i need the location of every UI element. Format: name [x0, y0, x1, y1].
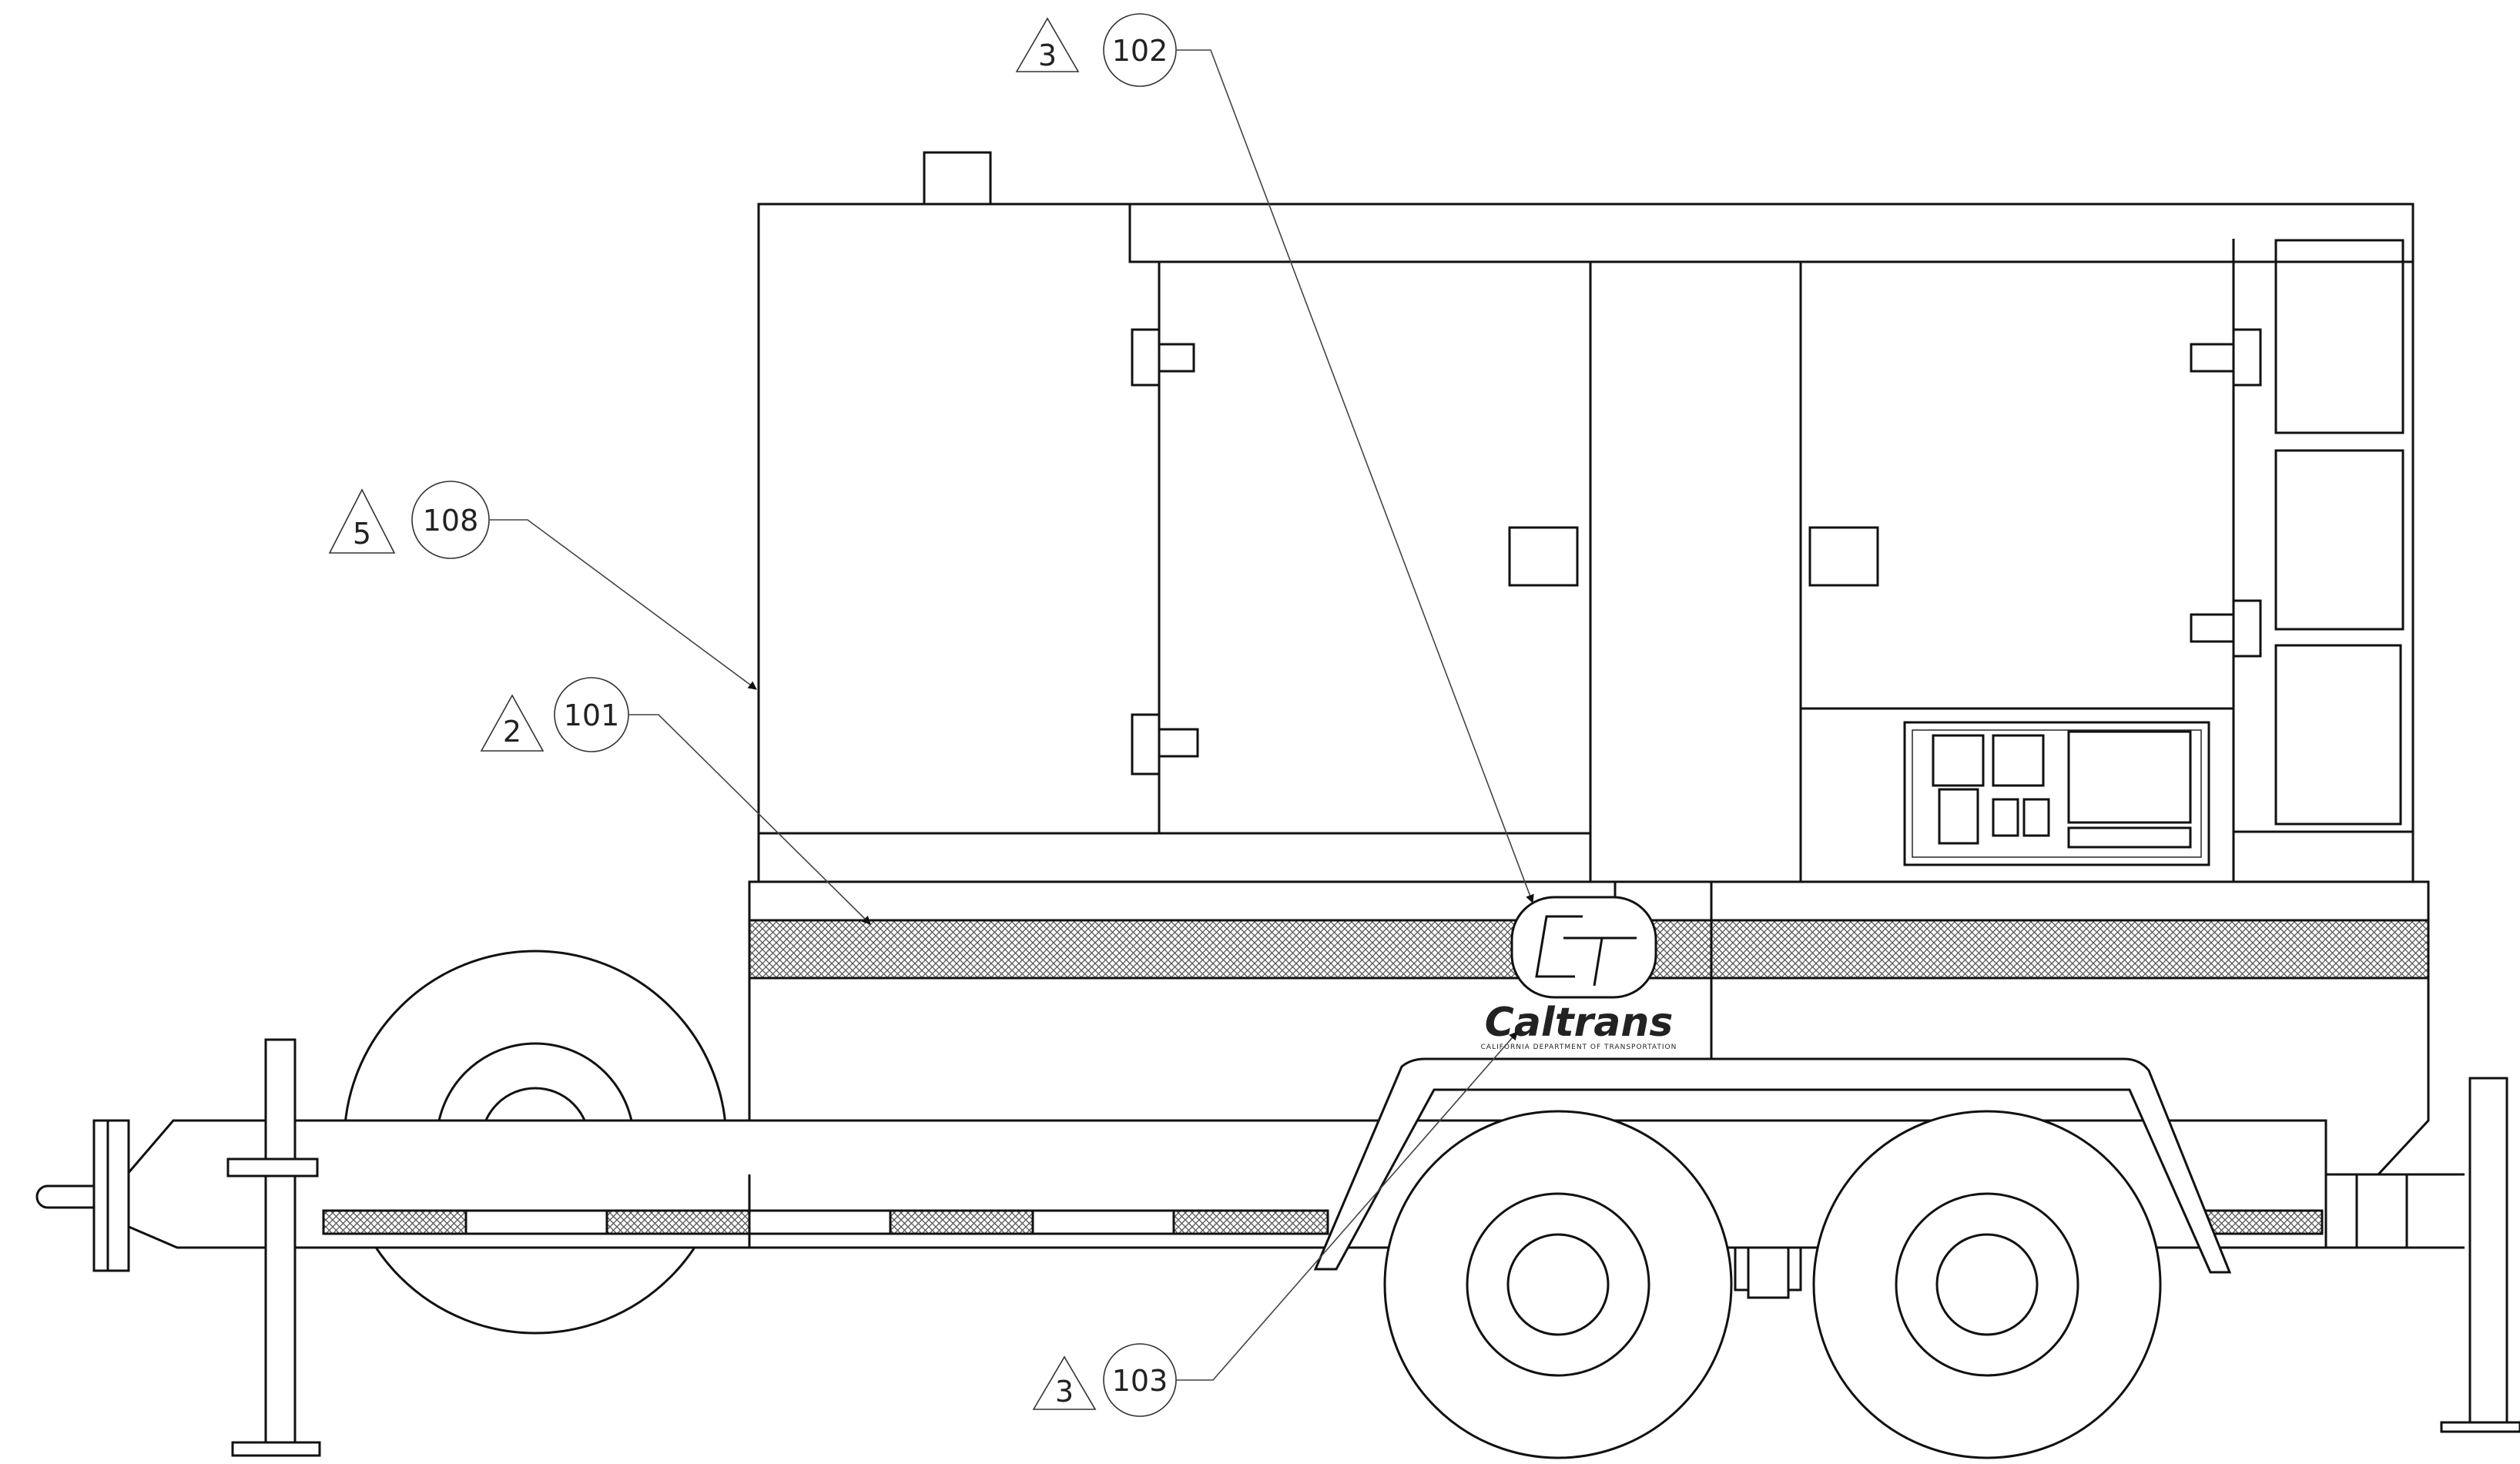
- rear-bumper: [2324, 1173, 2465, 1249]
- revision-number: 2: [503, 715, 521, 749]
- front-jack-stand: [226, 1038, 321, 1457]
- detail-number: 102: [1112, 34, 1168, 68]
- door-hinge: [1131, 713, 1199, 776]
- detail-number: 101: [564, 698, 620, 732]
- revision-triangle: [480, 694, 545, 752]
- callout-102: 3 102: [1015, 13, 1534, 904]
- logo-wordmark: Caltrans: [1485, 1000, 1674, 1046]
- leader-line: [1176, 1031, 1518, 1381]
- fuel-tank-skid: Caltrans CALIFORNIA DEPARTMENT OF TRANSP…: [748, 880, 2430, 1176]
- detail-number: 108: [423, 504, 479, 538]
- leader-line: [1176, 49, 1534, 904]
- logo-tagline: CALIFORNIA DEPARTMENT OF TRANSPORTATION: [1481, 1044, 1677, 1051]
- trailer-hitch: [35, 1119, 130, 1272]
- frame-reflectors: [322, 1209, 2324, 1235]
- revision-number: 3: [1038, 39, 1057, 72]
- revision-number: 5: [353, 517, 371, 551]
- leader-line: [489, 519, 757, 690]
- rear-wheel-1: [1383, 1110, 1733, 1459]
- door-hinge: [1131, 328, 1195, 387]
- vent-panel: [2274, 644, 2402, 826]
- revision-triangle: [1015, 17, 1080, 72]
- generator-enclosure: [757, 151, 2414, 883]
- enclosure-body: [757, 203, 2414, 883]
- enclosure-roof-band: [1128, 203, 2414, 263]
- door-hinge: [2190, 599, 2262, 658]
- trailer-frame: [35, 950, 2520, 1457]
- caltrans-logo: Caltrans CALIFORNIA DEPARTMENT OF TRANSP…: [1481, 896, 1677, 1051]
- callout-103: 3 103: [1032, 1031, 1518, 1417]
- callout-108: 5 108: [328, 481, 757, 690]
- vent-panel: [2274, 449, 2404, 631]
- revision-triangle: [328, 488, 396, 554]
- detail-number: 103: [1112, 1364, 1168, 1398]
- door-latch: [1508, 526, 1579, 587]
- revision-number: 3: [1055, 1375, 1074, 1409]
- callout-101: 2 101: [480, 677, 871, 925]
- exhaust-stack: [923, 151, 992, 206]
- revision-triangle: [1032, 1355, 1097, 1410]
- leader-line: [628, 714, 871, 925]
- door-hinge: [2190, 328, 2262, 387]
- fender: [1313, 1057, 2232, 1274]
- rear-jack-stand: [2440, 1077, 2520, 1433]
- vent-panel: [2274, 239, 2404, 434]
- control-panel: [1903, 721, 2210, 866]
- door-latch: [1808, 526, 1879, 587]
- rear-wheel-2: [1812, 1110, 2162, 1459]
